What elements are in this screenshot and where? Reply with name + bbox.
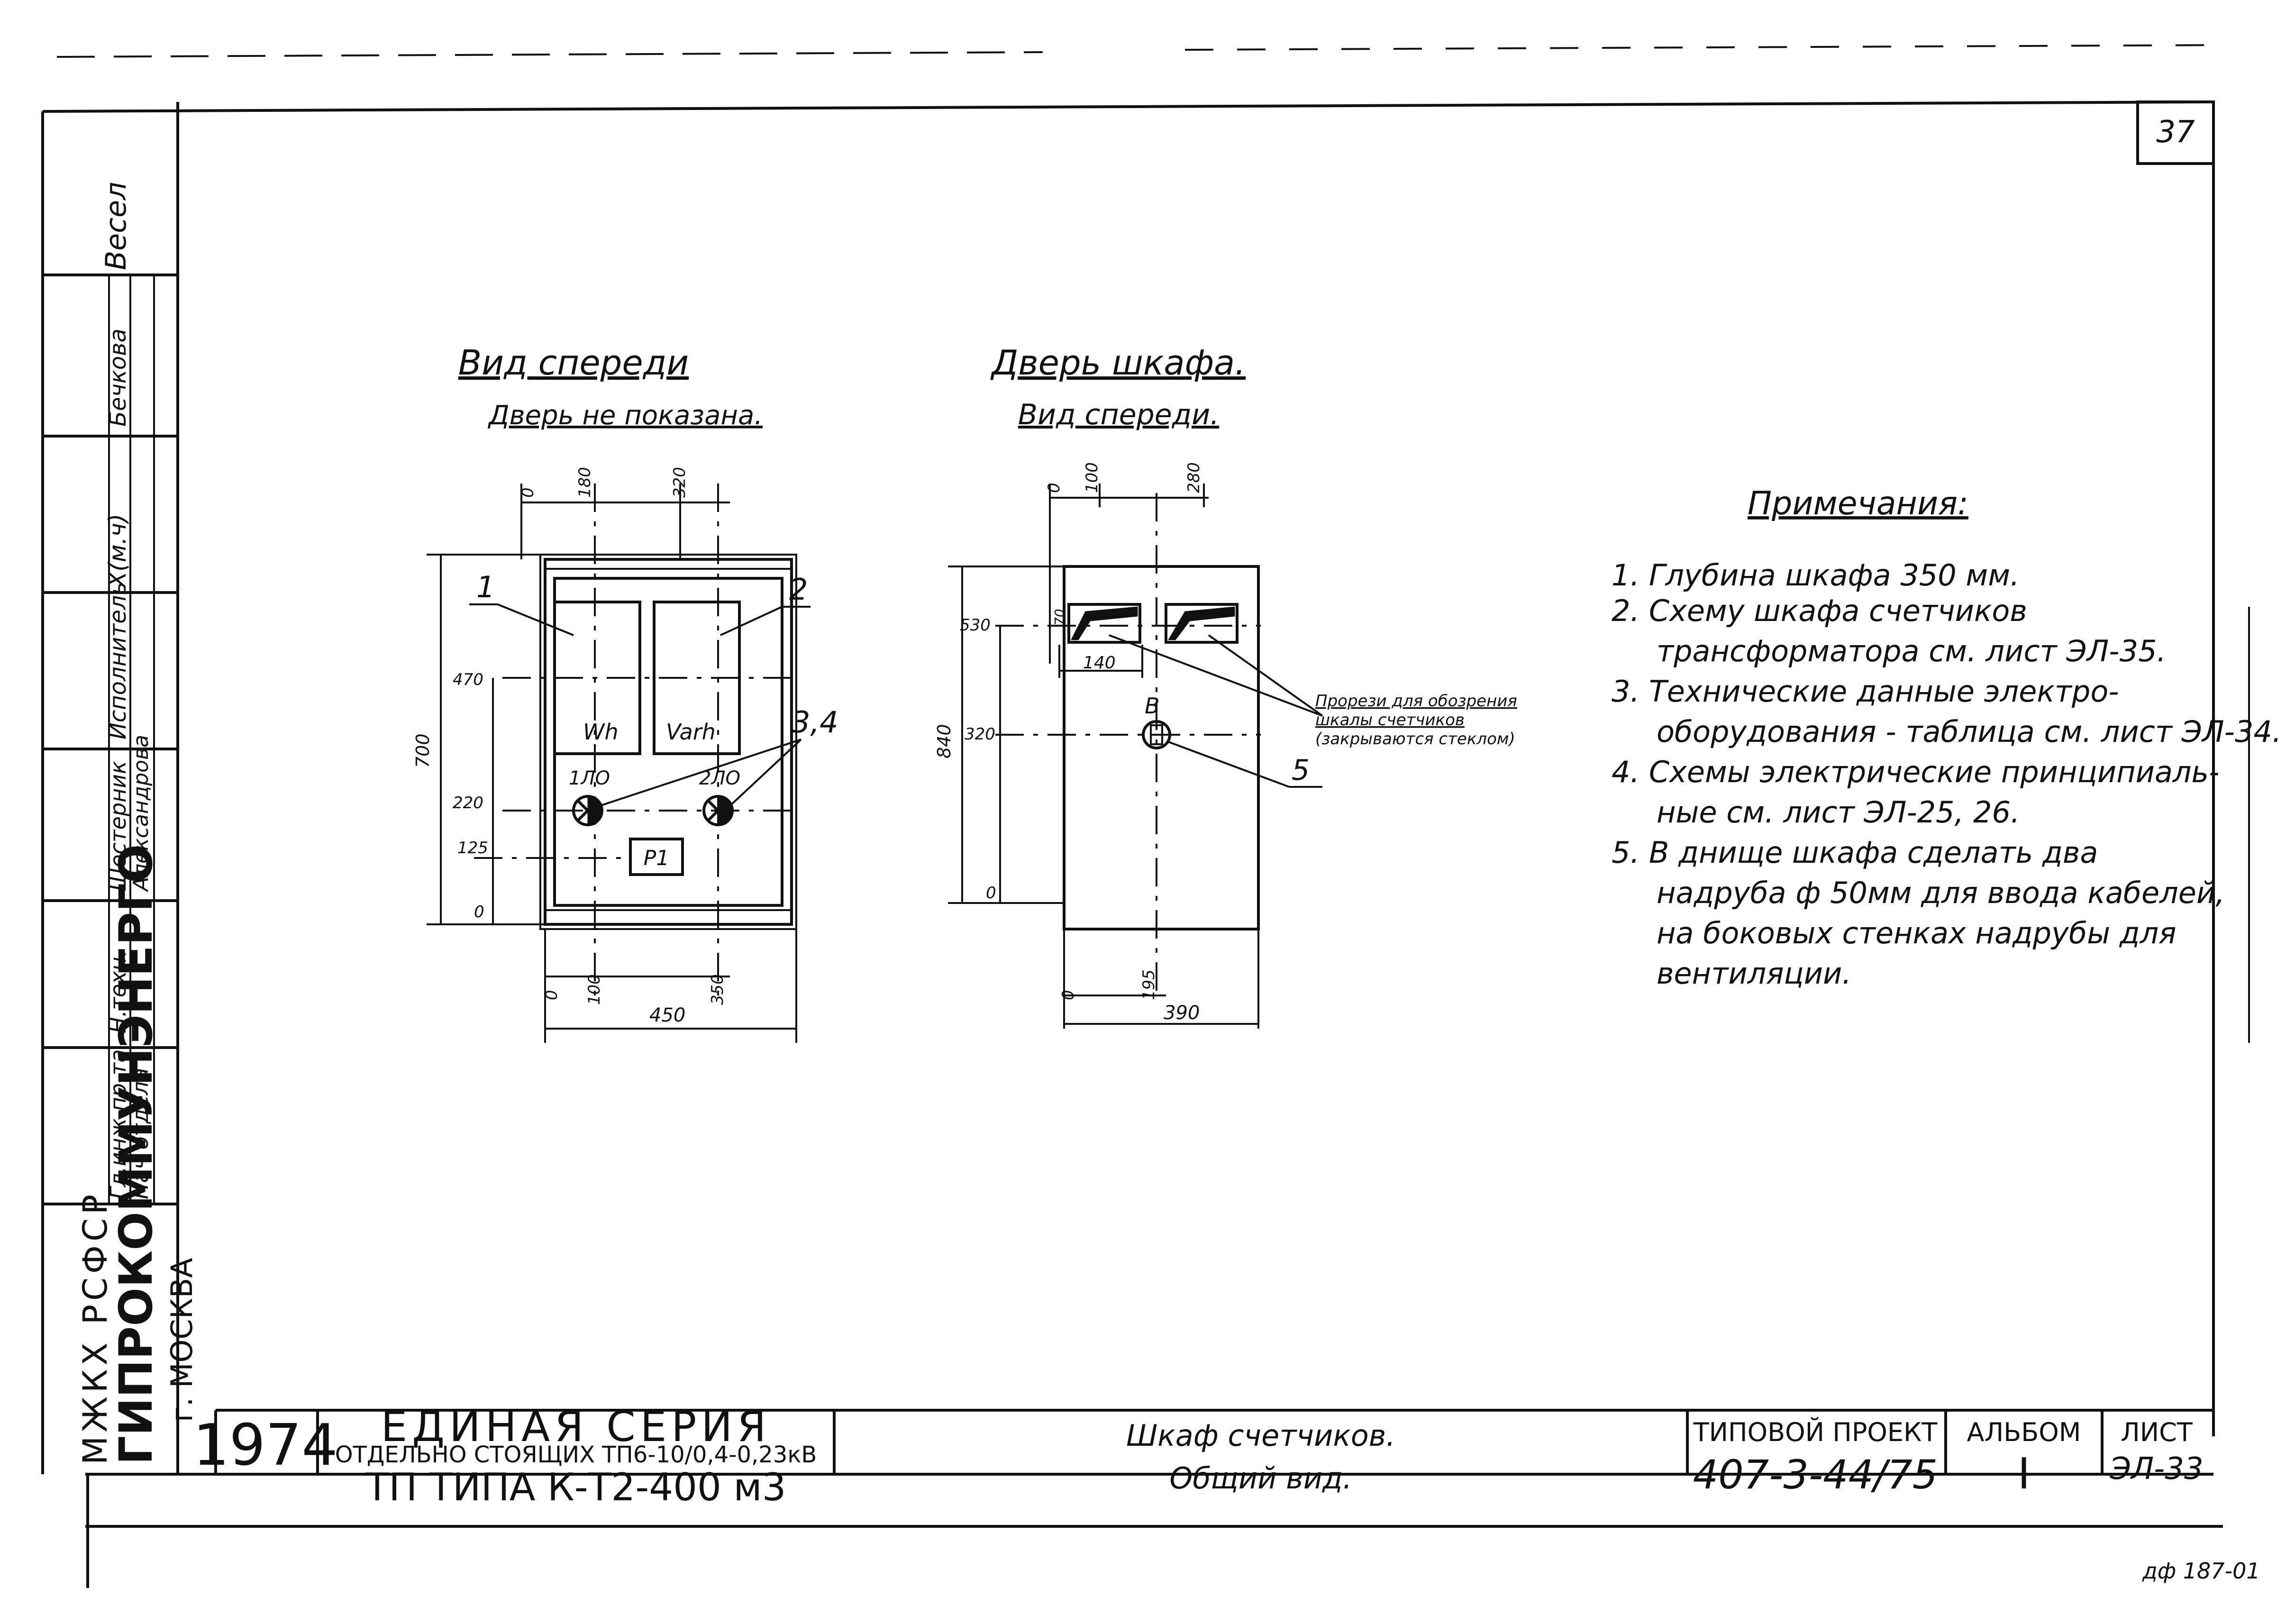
door-dim-top-100: 100 (1083, 462, 1102, 493)
stamp-role-norm-control: Н.техн. (105, 950, 131, 1033)
callout-5: 5 (1292, 754, 1310, 787)
note-line: оборудования - таблица см. лист ЭЛ-34. (1657, 714, 2282, 749)
stamp-role-executor: Исполнитель (105, 582, 131, 739)
door-dim-320: 320 (965, 725, 995, 744)
org-institute: ГИПРОКОММУНЭНЕРГО (109, 844, 163, 1465)
note-line: 3. Технические данные электро- (1612, 674, 2119, 709)
year: 1974 (193, 1413, 337, 1478)
door-view-title: Дверь шкафа. (990, 343, 1246, 383)
notes-title: Примечания: (1748, 485, 1968, 522)
substation-type: ТП ТИПА К-Т2-400 м3 (365, 1465, 786, 1509)
door-view-subtitle: Вид спереди. (1018, 398, 1219, 431)
note-line: ные см. лист ЭЛ-25, 26. (1657, 795, 2020, 830)
callout-3-4: 3,4 (792, 705, 838, 739)
stamp-name-bechkova: Бечкова (105, 328, 131, 427)
sheet-label: ЛИСТ (2121, 1417, 2193, 1447)
front-dim-0: 0 (474, 903, 484, 921)
note-line: 2. Схему шкафа счетчиков (1612, 593, 2027, 628)
org-city: г. МОСКВА (164, 1258, 199, 1422)
sheet-code: ЭЛ-33 (2109, 1451, 2203, 1487)
stamp-role-chief-engineer: Гл.инж.пр-та (105, 1049, 131, 1199)
note-line: 4. Схемы электрические принципиаль- (1612, 755, 2219, 789)
series-title: ЕДИНАЯ СЕРИЯ (381, 1402, 771, 1451)
stamp-name-aleksandrova: Александрова (129, 735, 153, 893)
door-dim-530: 530 (960, 616, 991, 635)
notes: Примечания: 1. Глубина шкафа 350 мм. 2. … (1612, 485, 2282, 991)
meter-varh-label: Varh (666, 719, 716, 745)
front-dim-220: 220 (453, 794, 483, 812)
front-dim-bottom-350: 350 (708, 974, 727, 1005)
door-dim-70: 70 (1052, 609, 1067, 626)
slot-note-1: Прорези для обозрения (1315, 692, 1517, 711)
front-dim-top-0: 0 (519, 487, 537, 498)
front-view: Вид спереди Дверь не показана. Wh Varh 1… (412, 343, 838, 1043)
relay-label: P1 (644, 846, 670, 870)
callout-2: 2 (789, 572, 808, 607)
project-label: ТИПОВОЙ ПРОЕКТ (1693, 1417, 1938, 1447)
album-label: АЛЬБОМ (1967, 1417, 2081, 1447)
series-subtitle: ОТДЕЛЬНО СТОЯЩИХ ТП6-10/0,4-0,23кВ (335, 1442, 817, 1468)
note-line: на боковых стенках надрубы для (1657, 916, 2177, 950)
meter-window-left (1067, 603, 1141, 644)
stamp-signature-mark: Весел (100, 182, 133, 270)
note-line: 5. В днище шкафа сделать два (1612, 835, 2098, 870)
door-outline (1063, 565, 1260, 931)
front-dim-top-320: 320 (670, 467, 689, 498)
door-dim-top-0: 0 (1045, 483, 1064, 493)
note-line: трансформатора см. лист ЭЛ-35. (1657, 634, 2166, 668)
door-dim-0: 0 (986, 884, 996, 903)
front-dim-700: 700 (412, 733, 433, 768)
page-number: 37 (2156, 115, 2195, 150)
title-block: 1974 ЕДИНАЯ СЕРИЯ ОТДЕЛЬНО СТОЯЩИХ ТП6-1… (193, 1402, 2213, 1509)
lamp-left-label: 1ЛО (569, 767, 610, 789)
meter-window-right (1165, 603, 1239, 644)
callout-1: 1 (476, 570, 495, 604)
door-dim-390: 390 (1164, 1002, 1200, 1024)
door-view: Дверь шкафа. Вид спереди. В 0 100 280 84… (934, 343, 1517, 1029)
door-dim-840: 840 (934, 724, 955, 758)
slot-note-2: шкалы счетчиков (1315, 711, 1465, 730)
front-dim-bottom-0: 0 (542, 990, 561, 1000)
page-number-box: 37 (2136, 100, 2215, 165)
slot-note-3: (закрываются стеклом) (1315, 730, 1515, 748)
door-dim-top-280: 280 (1184, 462, 1203, 493)
stamp-name-shesternik: Шестерник (105, 761, 131, 891)
door-dim-140: 140 (1083, 653, 1116, 673)
project-number: 407-3-44/75 (1693, 1451, 1938, 1498)
corner-mark: дф 187-01 (2142, 1558, 2260, 1584)
relay-p1 (629, 838, 684, 876)
front-dim-top-180: 180 (575, 467, 594, 498)
drawing-name-2: Общий вид. (1169, 1461, 1352, 1496)
side-stamp: Гл.инж.пр-та Нач отдела Н.техн. Шестерни… (43, 182, 199, 1465)
stamp-signature-mark-2: Х(м.ч) (104, 514, 131, 589)
sheet-frame (41, 44, 2250, 1588)
drawing-name-1: Шкаф счетчиков. (1126, 1418, 1395, 1453)
door-dim-bottom-195: 195 (1139, 969, 1158, 1000)
front-dim-470: 470 (453, 670, 483, 689)
front-view-subtitle: Дверь не показана. (487, 400, 763, 431)
stamp-role-department-head: Нач отдела (128, 1068, 153, 1199)
front-dim-bottom-100: 100 (585, 974, 604, 1005)
front-dim-125: 125 (457, 839, 488, 858)
note-line: 1. Глубина шкафа 350 мм. (1612, 558, 2020, 593)
note-line: надруба ф 50мм для ввода кабелей, (1657, 876, 2225, 910)
note-line: вентиляции. (1657, 956, 1851, 991)
meter-wh-label: Wh (583, 719, 619, 745)
front-dim-450: 450 (649, 1004, 685, 1026)
org-ministry: МЖКХ РСФСР (76, 1191, 115, 1465)
front-view-title: Вид спереди (458, 343, 689, 383)
album-value: I (2018, 1449, 2031, 1499)
door-dim-bottom-0: 0 (1059, 990, 1078, 1000)
